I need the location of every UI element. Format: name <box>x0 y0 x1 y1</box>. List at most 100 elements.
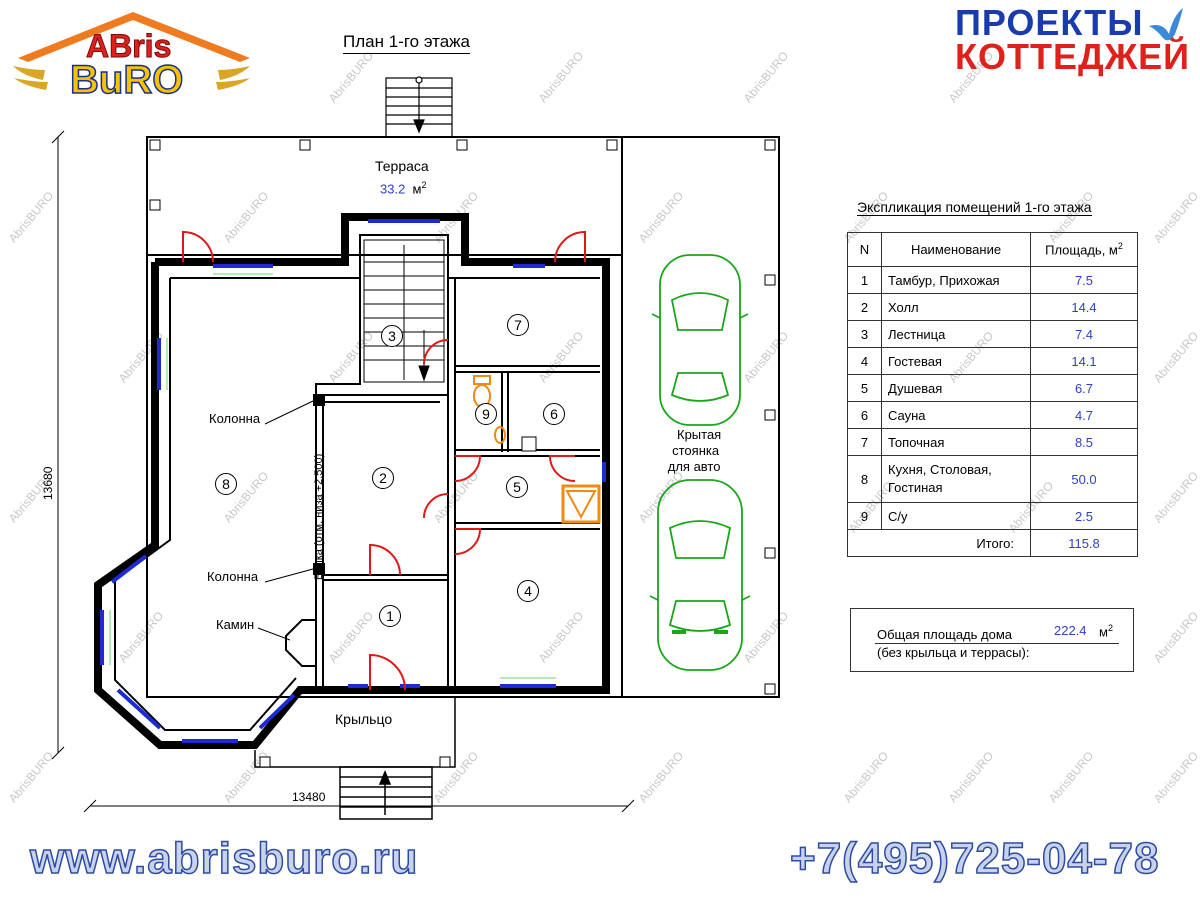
boiler-icon <box>561 484 601 524</box>
total-label: Итого: <box>847 529 1031 557</box>
sauna-stove <box>521 436 537 452</box>
row-area: 6.7 <box>1030 374 1138 402</box>
house-total-label-1: Общая площадь дома <box>877 627 1013 642</box>
room-number-1: 1 <box>379 605 401 627</box>
row-name: Лестница <box>881 320 1031 348</box>
room-number-3: 3 <box>381 325 403 347</box>
room-number-5: 5 <box>506 476 528 498</box>
explication-title: Экспликация помещений 1-го этажа <box>857 199 1092 216</box>
row-name: Сауна <box>881 401 1031 429</box>
row-name: Холл <box>881 293 1031 321</box>
logo-text-bottom: BuRO <box>69 57 184 103</box>
brand-line-2: КОТТЕДЖЕЙ <box>955 36 1191 77</box>
room-number-2: 2 <box>372 467 394 489</box>
abris-buro-logo[interactable]: ABris BuRO <box>8 6 258 106</box>
row-area: 50.0 <box>1030 455 1138 503</box>
header-name: Наименование <box>881 232 1031 267</box>
house-total-box: Общая площадь дома (без крыльца и террас… <box>850 608 1134 672</box>
room-number-8: 8 <box>215 473 237 495</box>
house-total-label-2: (без крыльца и террасы): <box>877 645 1030 660</box>
row-area: 2.5 <box>1030 502 1138 530</box>
car-top <box>651 254 749 426</box>
main-walls <box>94 213 610 749</box>
total-value: 115.8 <box>1030 529 1138 557</box>
header-n: N <box>847 232 882 267</box>
header-area: Площадь, м2 <box>1030 232 1138 267</box>
fireplace <box>285 619 317 667</box>
parking-label: Крытая стоянка для авто <box>667 427 722 474</box>
row-area: 4.7 <box>1030 401 1138 429</box>
row-name: С/у <box>881 502 1031 530</box>
leader-lines <box>257 400 314 641</box>
inner-walls <box>114 234 600 731</box>
terrace-steps <box>385 76 453 138</box>
row-name: Душевая <box>881 374 1031 402</box>
room-number-9: 9 <box>475 403 497 425</box>
beam-label: Балка (отм. низа +2,500) <box>313 453 325 580</box>
row-number: 7 <box>847 428 882 456</box>
house-total-unit: м2 <box>1099 623 1113 640</box>
house-total-value: 222.4 <box>1054 623 1087 638</box>
terrace-area: 33.2 м2 <box>380 180 427 197</box>
row-name: Кухня, Столовая, Гостиная <box>881 455 1031 503</box>
row-area: 14.1 <box>1030 347 1138 375</box>
dimension-lines <box>51 130 635 813</box>
row-area: 7.5 <box>1030 266 1138 294</box>
plan-title: План 1-го этажа <box>343 32 471 54</box>
table-header-row: N Наименование Площадь, м2 <box>847 232 1138 267</box>
phone-number[interactable]: +7(495)725-04-78 <box>789 833 1160 884</box>
porch <box>254 697 456 820</box>
row-number: 6 <box>847 401 882 429</box>
logo-text-top: ABris <box>85 28 172 65</box>
cottage-projects-brand[interactable]: ПРОЕКТЫ КОТТЕДЖЕЙ <box>955 2 1195 101</box>
porch-label: Крыльцо <box>335 711 393 727</box>
fireplace-label: Камин <box>216 617 255 632</box>
table-total-row: Итого: 115.8 <box>847 529 1138 557</box>
height-dimension: 13680 <box>41 466 55 500</box>
room-number-7: 7 <box>507 314 529 336</box>
column-2 <box>313 563 325 575</box>
row-area: 14.4 <box>1030 293 1138 321</box>
room-number-4: 4 <box>517 580 539 602</box>
bird-icon <box>1149 8 1183 41</box>
column-label-2: Колонна <box>207 569 259 584</box>
width-dimension: 13480 <box>292 790 326 804</box>
posts <box>149 139 776 768</box>
row-number: 2 <box>847 293 882 321</box>
brand-line-1: ПРОЕКТЫ <box>955 2 1144 43</box>
staircase <box>363 239 445 383</box>
row-number: 9 <box>847 502 882 530</box>
terrace-label: Терраса <box>375 158 429 174</box>
car-bottom <box>649 479 751 671</box>
logo-roof-icon <box>13 12 250 90</box>
windows <box>100 219 606 743</box>
column-1 <box>313 394 325 406</box>
row-number: 4 <box>847 347 882 375</box>
row-name: Топочная <box>881 428 1031 456</box>
outer-frame <box>146 136 780 698</box>
row-area: 7.4 <box>1030 320 1138 348</box>
website-link[interactable]: www.abrisburo.ru <box>29 833 419 884</box>
window-sills <box>109 273 556 679</box>
row-number: 3 <box>847 320 882 348</box>
column-label-1: Колонна <box>209 411 261 426</box>
row-number: 5 <box>847 374 882 402</box>
row-area: 8.5 <box>1030 428 1138 456</box>
row-number: 8 <box>847 455 882 503</box>
row-number: 1 <box>847 266 882 294</box>
room-number-6: 6 <box>543 403 565 425</box>
house-total-underline <box>875 643 1119 644</box>
row-name: Гостевая <box>881 347 1031 375</box>
doors <box>182 230 586 691</box>
